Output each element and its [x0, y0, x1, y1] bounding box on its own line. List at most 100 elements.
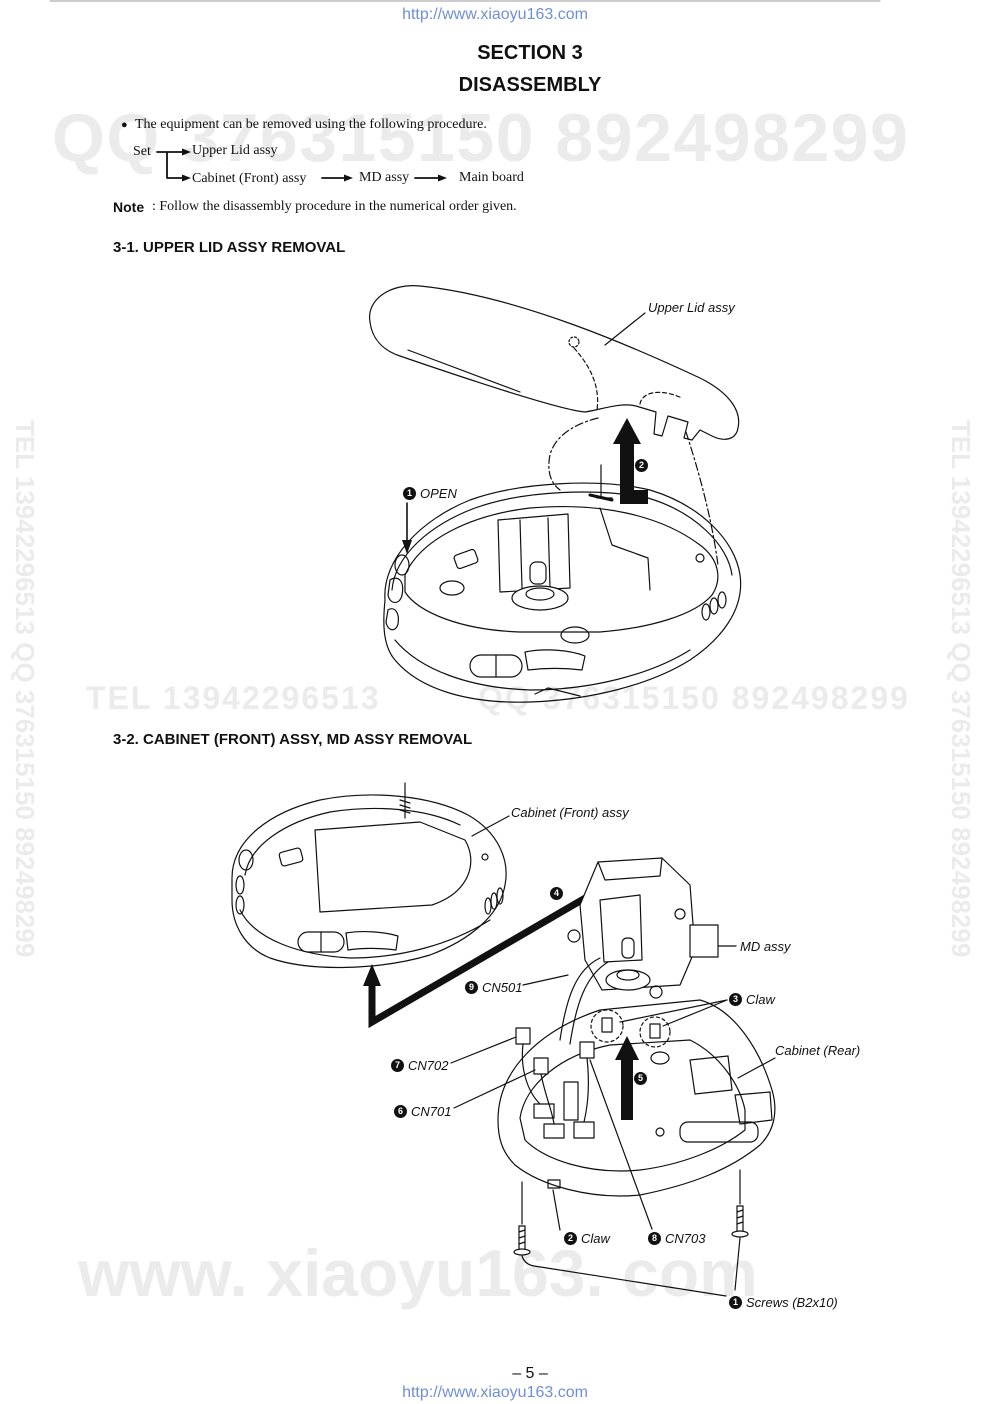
cabinet-rear — [497, 999, 776, 1197]
spindle — [511, 585, 569, 611]
flow-main-board: Main board — [459, 170, 524, 185]
claw-lower-label: Claw — [581, 1231, 610, 1246]
cabinet-front-label: Cabinet (Front) assy — [511, 805, 629, 820]
cn702-flex — [521, 1043, 541, 1105]
upper-lid-leader — [604, 312, 646, 346]
deck-window — [453, 548, 479, 570]
optical-pickup — [497, 513, 571, 593]
lid-path-right — [685, 431, 719, 566]
step-number: 9 — [465, 981, 478, 994]
arrow-to-md-assy-head — [344, 174, 353, 182]
right-grip-3 — [717, 591, 727, 609]
cn701-leader — [453, 1069, 536, 1109]
upper-lid-groove — [407, 349, 521, 393]
md-assy-lift-arrow — [615, 1036, 639, 1120]
md-assy-boss-1 — [567, 929, 581, 943]
cabinet-rear-leader — [737, 1057, 776, 1079]
screws-label: Screws (B2x10) — [746, 1295, 838, 1310]
procedure-flow-arrows — [156, 148, 447, 182]
right-grip-2 — [709, 597, 719, 615]
cabinet-front-grip-2 — [235, 895, 245, 915]
cabinet-front-outline — [231, 794, 507, 969]
cabinet-front-grip-1 — [235, 875, 245, 895]
page-title: DISASSEMBLY — [458, 74, 602, 96]
bottom-notch — [534, 687, 581, 697]
md-assy — [567, 857, 719, 999]
page-number: – 5 – — [512, 1365, 548, 1382]
step-number: 4 — [550, 887, 563, 900]
disc-deck — [404, 505, 719, 633]
spindle-hub — [525, 587, 555, 601]
flow-start: Set — [133, 144, 151, 159]
lid-clip-hidden-line — [639, 391, 683, 405]
set-branch-connector — [156, 151, 185, 179]
deck-oval — [439, 580, 465, 596]
watermark-top: QQ 376315150 892498299 — [52, 100, 910, 176]
step-number: 1 — [729, 1296, 742, 1309]
cabinet-front-removal-arrowhead — [363, 964, 381, 986]
cabinet-rear-block — [689, 1055, 733, 1095]
pickup-rails — [519, 517, 551, 589]
step-number: 5 — [634, 1072, 647, 1085]
intro-bullet: ● — [121, 119, 128, 131]
cabinet-front — [231, 782, 507, 969]
cn703-connector — [579, 1041, 595, 1059]
cabinet-rear-label: Cabinet (Rear) — [775, 1043, 861, 1058]
footer-url: http://www.xiaoyu163.com — [402, 1384, 588, 1401]
claw-1 — [601, 1017, 613, 1033]
flow-md-assy: MD assy — [359, 170, 410, 185]
board-connector-3 — [573, 1121, 595, 1139]
lift-arrow — [613, 418, 648, 504]
cabinet-front-band — [239, 909, 491, 959]
cn703-leader — [589, 1059, 653, 1230]
screws-leader-right — [734, 1237, 741, 1291]
watermark-middle-left: TEL 13942296513 — [86, 680, 381, 716]
deck-oval-front — [560, 626, 590, 644]
section-number: SECTION 3 — [477, 42, 583, 64]
left-grip-lower — [385, 608, 399, 631]
md-assy-boss-2 — [649, 985, 663, 999]
callout-cn501: 9 CN501 — [465, 980, 522, 995]
cabinet-rear-side-block — [734, 1091, 773, 1125]
header-url: http://www.xiaoyu163.com — [402, 6, 588, 23]
callout-open: 1 OPEN — [403, 486, 457, 501]
cabinet-rear-hole — [655, 1127, 665, 1137]
leader-lines — [450, 815, 776, 1297]
step-number: 6 — [394, 1105, 407, 1118]
md-assy-top — [597, 857, 663, 881]
left-grip — [387, 577, 404, 604]
open-latch — [394, 554, 410, 576]
callout-cn701: 6 CN701 — [394, 1104, 451, 1119]
cabinet-rear-boss — [650, 1051, 670, 1065]
cn702-connector — [515, 1027, 531, 1045]
arrow-to-cabinet-front — [182, 174, 191, 182]
claw-circle-1 — [590, 1009, 624, 1043]
callout-md-assy: MD assy — [740, 939, 791, 954]
cabinet-rear-slot — [679, 1121, 759, 1143]
cn701-label: CN701 — [411, 1104, 452, 1119]
md-assy-optical-block — [599, 894, 643, 963]
watermark-bottom: www. xiaoyu163. com — [78, 1236, 758, 1310]
cn501-flex-b — [569, 961, 609, 1045]
screw-right-head — [731, 1230, 749, 1238]
lower-claw — [547, 1179, 561, 1189]
body-outline — [383, 482, 742, 703]
step-number: 7 — [391, 1059, 404, 1072]
callout-cabinet-front: Cabinet (Front) assy — [511, 805, 629, 820]
cn501-leader — [522, 974, 569, 986]
callout-cabinet-rear: Cabinet (Rear) — [775, 1043, 860, 1058]
upper-claws — [590, 1009, 671, 1048]
note-label: Note — [113, 199, 145, 215]
screws — [513, 1169, 749, 1256]
heading-3-2: 3-2. CABINET (FRONT) ASSY, MD ASSY REMOV… — [113, 731, 473, 748]
lid-path-left — [548, 417, 599, 491]
watermark-middle-right: QQ 376315150 892498299 — [478, 680, 910, 716]
open-arrow — [402, 502, 412, 554]
board-connector-2 — [543, 1123, 565, 1139]
cabinet-front-right-grip-2 — [490, 892, 498, 910]
board-connector-1 — [533, 1103, 555, 1119]
watermark-side-right: TEL 13942296513 QQ 376315150 892498299 — [946, 420, 976, 958]
flow-cabinet-front: Cabinet (Front) assy — [192, 171, 307, 186]
cn501-label: CN501 — [482, 980, 523, 995]
